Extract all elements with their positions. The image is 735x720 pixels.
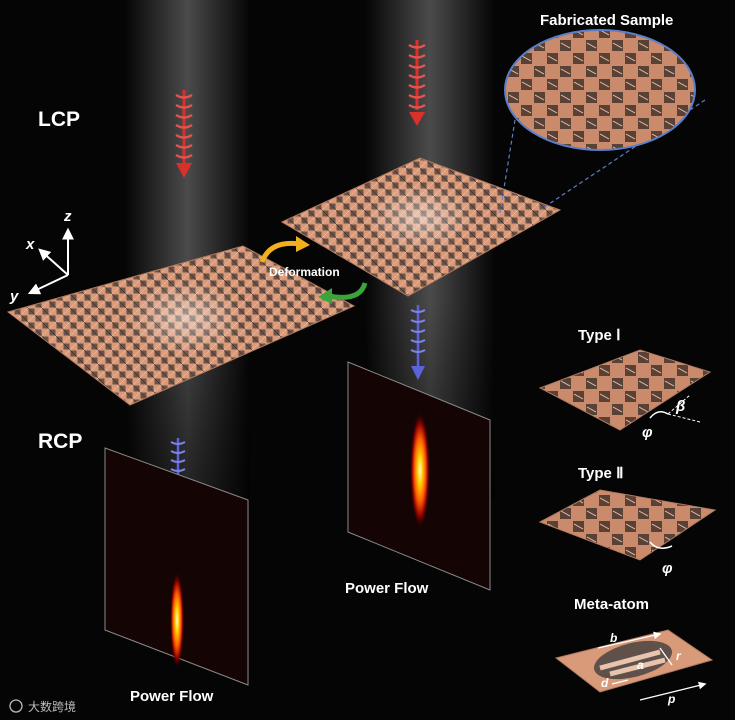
watermark-logo-icon bbox=[10, 700, 22, 712]
angle-beta-label: β bbox=[676, 398, 685, 415]
param-r-label: r bbox=[676, 649, 681, 663]
angle-phi-type-one-label: φ bbox=[642, 424, 653, 441]
type-two-label: Type Ⅱ bbox=[578, 464, 623, 482]
axis-y-label: y bbox=[10, 288, 18, 305]
deformation-label: Deformation bbox=[269, 265, 340, 279]
deformation-arrow-back bbox=[328, 283, 365, 297]
watermark-text: 大数跨境 bbox=[28, 698, 76, 715]
power-flow-focus-right bbox=[410, 412, 430, 528]
type-one-structure bbox=[540, 350, 710, 430]
meta-atom-cell bbox=[556, 630, 712, 700]
lcp-label: LCP bbox=[38, 108, 80, 132]
fabricated-sample-inset bbox=[505, 30, 695, 150]
meta-atom-label: Meta-atom bbox=[574, 596, 649, 613]
power-flow-label-left: Power Flow bbox=[130, 688, 213, 705]
power-flow-focus-left bbox=[170, 572, 184, 668]
param-b-label: b bbox=[610, 631, 617, 645]
axis-z-label: z bbox=[64, 208, 72, 225]
rcp-label: RCP bbox=[38, 430, 82, 454]
type-two-structure bbox=[540, 490, 715, 560]
param-a-label: a bbox=[637, 658, 644, 672]
type-one-label: Type Ⅰ bbox=[578, 326, 621, 344]
power-flow-label-center: Power Flow bbox=[345, 580, 428, 597]
param-d-label: d bbox=[601, 676, 608, 690]
angle-phi-type-two-label: φ bbox=[662, 560, 673, 577]
coordinate-axes bbox=[30, 230, 68, 293]
fabricated-sample-label: Fabricated Sample bbox=[540, 12, 673, 29]
axis-x-label: x bbox=[26, 236, 34, 253]
param-p-label: p bbox=[668, 692, 675, 706]
